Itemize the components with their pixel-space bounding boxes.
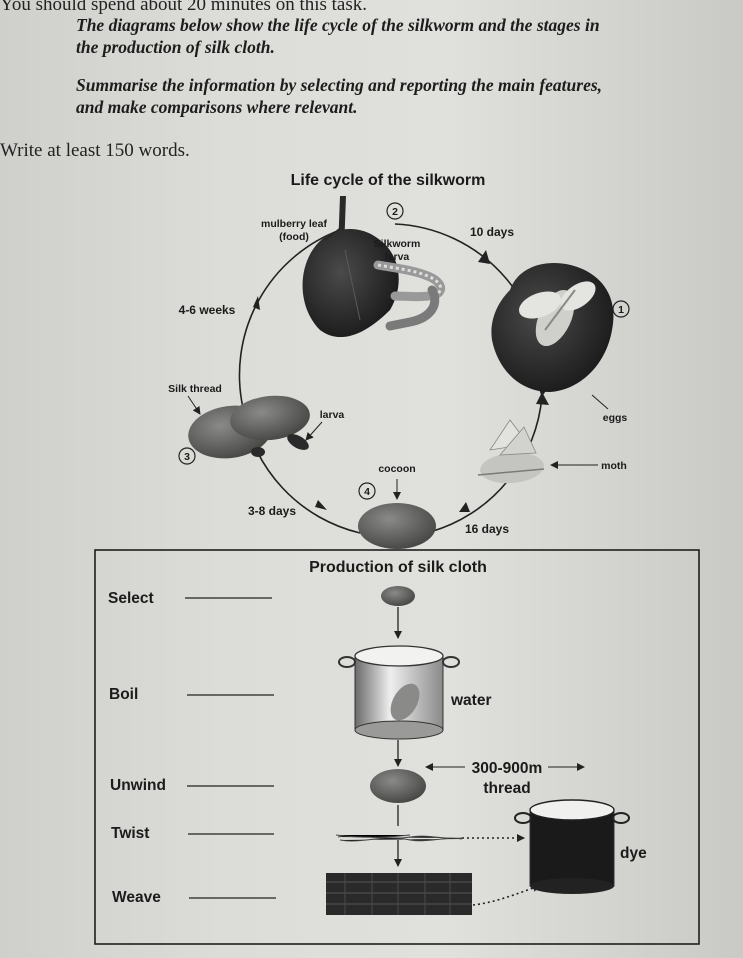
stage-number-2: 2 (386, 202, 404, 220)
length-label: 300-900m (472, 760, 543, 777)
arrowhead-eggs (536, 392, 549, 405)
word-instruction: Write at least 150 words. (0, 140, 190, 161)
step-unwind: Unwind (110, 777, 166, 794)
stage-number-4: 4 (358, 482, 376, 500)
twisted-thread-illustration (335, 834, 463, 842)
stage-number-3: 3 (178, 447, 196, 465)
mulberry-leaf-label: mulberry leaf (261, 218, 327, 230)
silkworm-larva-label: larva (385, 251, 410, 263)
step-boil: Boil (109, 686, 138, 703)
svg-text:1: 1 (618, 304, 624, 316)
silk-thread-label: Silk thread (168, 383, 222, 395)
dye-pot-illustration (514, 799, 630, 894)
task-line-4: and make comparisons where relevant. (76, 97, 358, 117)
boiling-pot-illustration (338, 645, 460, 740)
arrowhead-16-days (459, 502, 470, 512)
time-instruction: You should spend about 20 minutes on thi… (0, 0, 368, 15)
production-title: Production of silk cloth (309, 559, 487, 576)
cocoon-illustration (358, 503, 436, 549)
moth-label: moth (601, 460, 627, 472)
step-twist: Twist (111, 825, 149, 842)
select-cocoon-illustration (381, 586, 415, 606)
task-line-1: The diagrams below show the life cycle o… (76, 15, 600, 35)
larva-pointer (305, 421, 323, 441)
life-cycle-title: Life cycle of the silkworm (291, 172, 486, 189)
duration-16-days: 16 days (465, 522, 509, 536)
step-weave: Weave (112, 889, 161, 906)
arrowhead-10-days (478, 250, 490, 264)
cocoons-illustration (188, 395, 310, 459)
leaf-pointer (324, 227, 341, 241)
cocoon-label: cocoon (378, 463, 415, 475)
step-select: Select (108, 590, 154, 607)
thread-label: thread (483, 780, 530, 797)
svg-text:3: 3 (184, 451, 190, 463)
eggs-label: eggs (603, 412, 628, 424)
duration-3-8-days: 3-8 days (248, 504, 296, 518)
duration-10-days: 10 days (470, 225, 514, 239)
eggs-pointer (591, 394, 609, 410)
moth-illustration (477, 419, 545, 484)
water-label: water (450, 692, 492, 709)
task-line-3: Summarise the information by selecting a… (76, 75, 603, 95)
silk-thread-pointer (187, 395, 201, 415)
duration-4-6-weeks: 4-6 weeks (179, 303, 236, 317)
task-line-2: the production of silk cloth. (76, 37, 275, 57)
weave-dotted-arrow (472, 883, 541, 906)
larva-label: larva (320, 409, 345, 421)
svg-text:4: 4 (364, 486, 370, 498)
stage-number-1: 1 (612, 300, 630, 318)
mulberry-food-label: (food) (279, 231, 309, 243)
moth-on-leaf-illustration (491, 263, 614, 392)
arrowhead-3-8-days (315, 500, 327, 510)
svg-text:2: 2 (392, 206, 398, 218)
dye-label: dye (620, 845, 647, 862)
arrowhead-4-6-weeks (253, 296, 260, 310)
mulberry-leaf-larva-illustration (302, 196, 446, 338)
unwind-cocoon-illustration (370, 769, 426, 803)
silkworm-label: Silkworm (374, 238, 421, 250)
woven-cloth-illustration (326, 873, 472, 915)
production-frame (94, 549, 700, 945)
